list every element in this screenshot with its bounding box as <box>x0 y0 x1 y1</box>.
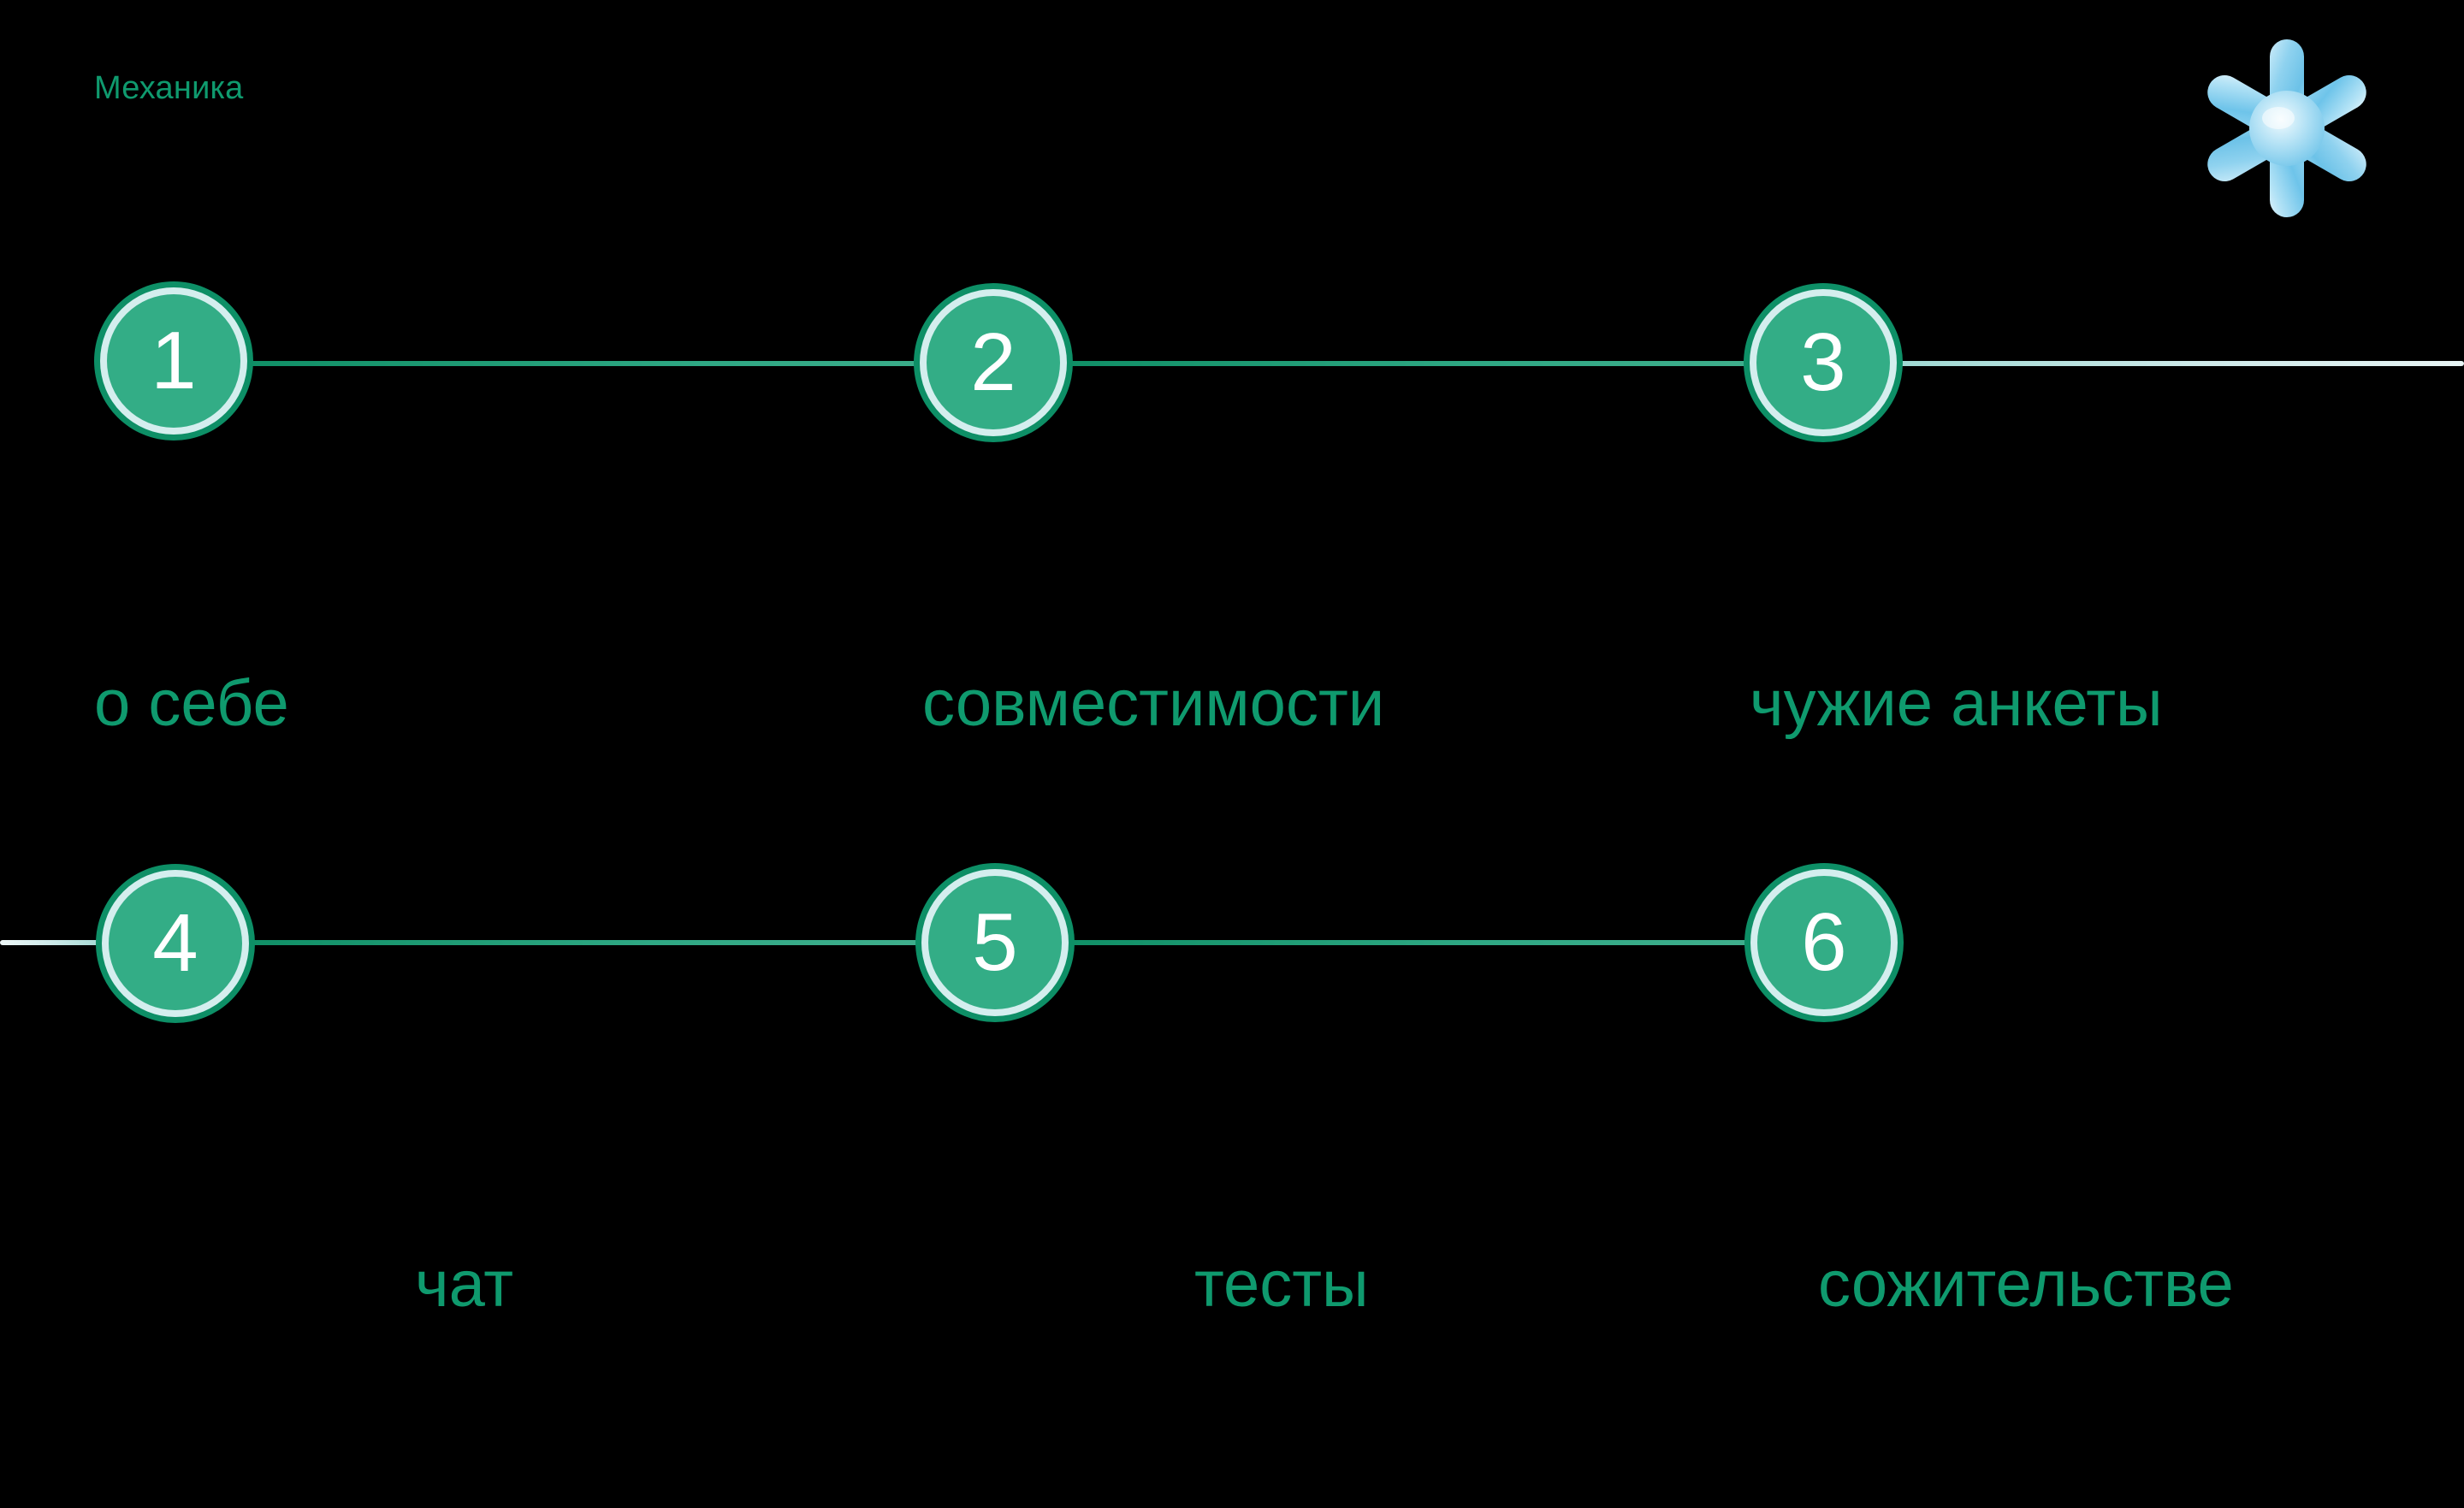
step-number: 2 <box>970 316 1016 408</box>
step-node-1[interactable]: 1 <box>94 281 253 441</box>
asterisk-star-icon <box>2180 34 2394 218</box>
step-label-6: сожительстве <box>1818 1248 2234 1321</box>
step-node-2[interactable]: 2 <box>914 283 1073 442</box>
connector-3-offscreen <box>1898 361 2464 366</box>
connector-4-5 <box>252 940 924 945</box>
step-node-core <box>107 294 240 428</box>
step-node-4[interactable]: 4 <box>96 864 255 1023</box>
step-label-1: о себе <box>94 667 289 740</box>
step-node-core <box>928 876 1062 1009</box>
step-number: 1 <box>151 315 197 406</box>
step-number: 6 <box>1801 896 1847 988</box>
connector-5-6 <box>1071 940 1754 945</box>
step-node-core <box>927 296 1060 429</box>
connector-2-3 <box>1069 361 1754 366</box>
step-label-3: чужие анкеты <box>1750 667 2163 740</box>
step-node-core <box>1757 876 1891 1009</box>
step-label-4: чат <box>415 1248 514 1321</box>
connector-1-2 <box>248 361 1010 366</box>
step-node-core <box>109 877 242 1010</box>
step-label-2: совместимости <box>922 667 1385 740</box>
step-node-6[interactable]: 6 <box>1744 863 1904 1022</box>
step-number: 5 <box>972 896 1018 988</box>
step-node-3[interactable]: 3 <box>1744 283 1903 442</box>
step-number: 3 <box>1800 316 1846 408</box>
connector-offscreen-4 <box>0 940 110 945</box>
page-title: Механика <box>94 70 244 106</box>
step-node-5[interactable]: 5 <box>915 863 1075 1022</box>
step-label-5: тесты <box>1194 1248 1369 1321</box>
step-number: 4 <box>152 897 198 989</box>
step-node-core <box>1756 296 1890 429</box>
